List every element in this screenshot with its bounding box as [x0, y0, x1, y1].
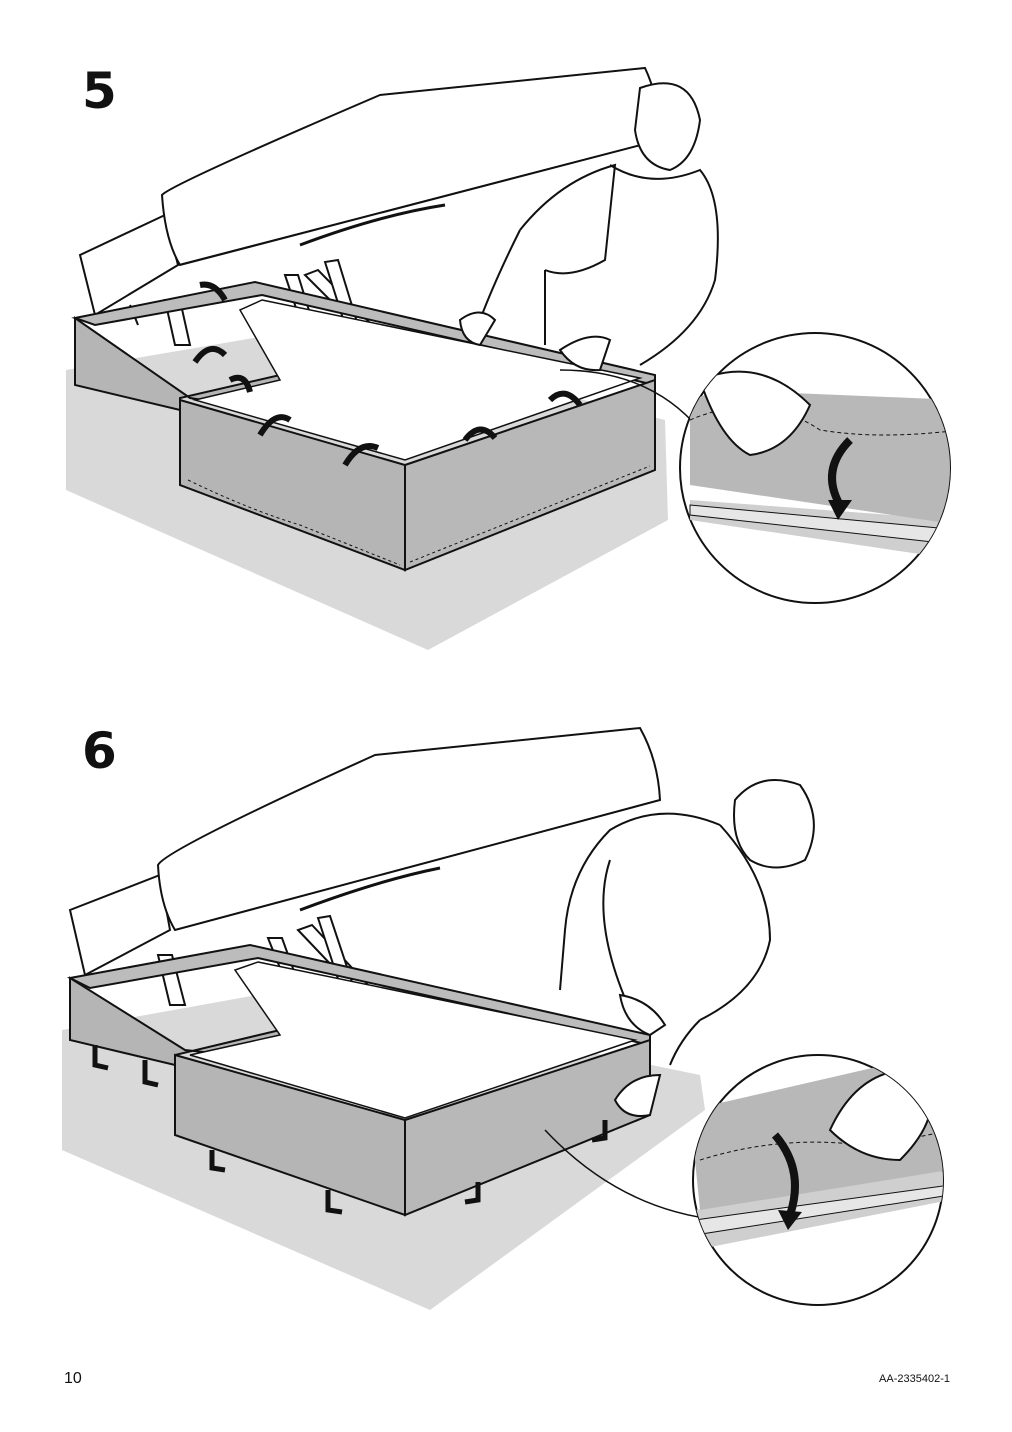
zoom-circle: [692, 1054, 944, 1306]
person-icon: [559, 779, 815, 1117]
zoom-circle: [679, 332, 951, 604]
page-number: 10: [64, 1370, 82, 1387]
lifted-seat-lid: [156, 726, 662, 932]
person-icon: [458, 82, 719, 372]
fold-arrow-icon: [771, 1132, 799, 1217]
base-frame-right: [404, 378, 656, 572]
step-5-illustration: [66, 66, 951, 650]
lifted-seat-lid: [160, 66, 662, 267]
step-number: 5: [82, 62, 117, 120]
fold-arrow-icon: [828, 437, 853, 507]
backrest-cushion: [68, 873, 172, 977]
step-number: 6: [82, 722, 117, 780]
step-5: 5: [0, 0, 1012, 680]
document-code: AA-2335402-1: [879, 1373, 950, 1385]
step-6-illustration: [62, 726, 944, 1310]
step-6: 6: [0, 690, 1012, 1330]
fold-arrow-icon: [192, 281, 583, 467]
fabric-strap-icon: [92, 1045, 608, 1215]
